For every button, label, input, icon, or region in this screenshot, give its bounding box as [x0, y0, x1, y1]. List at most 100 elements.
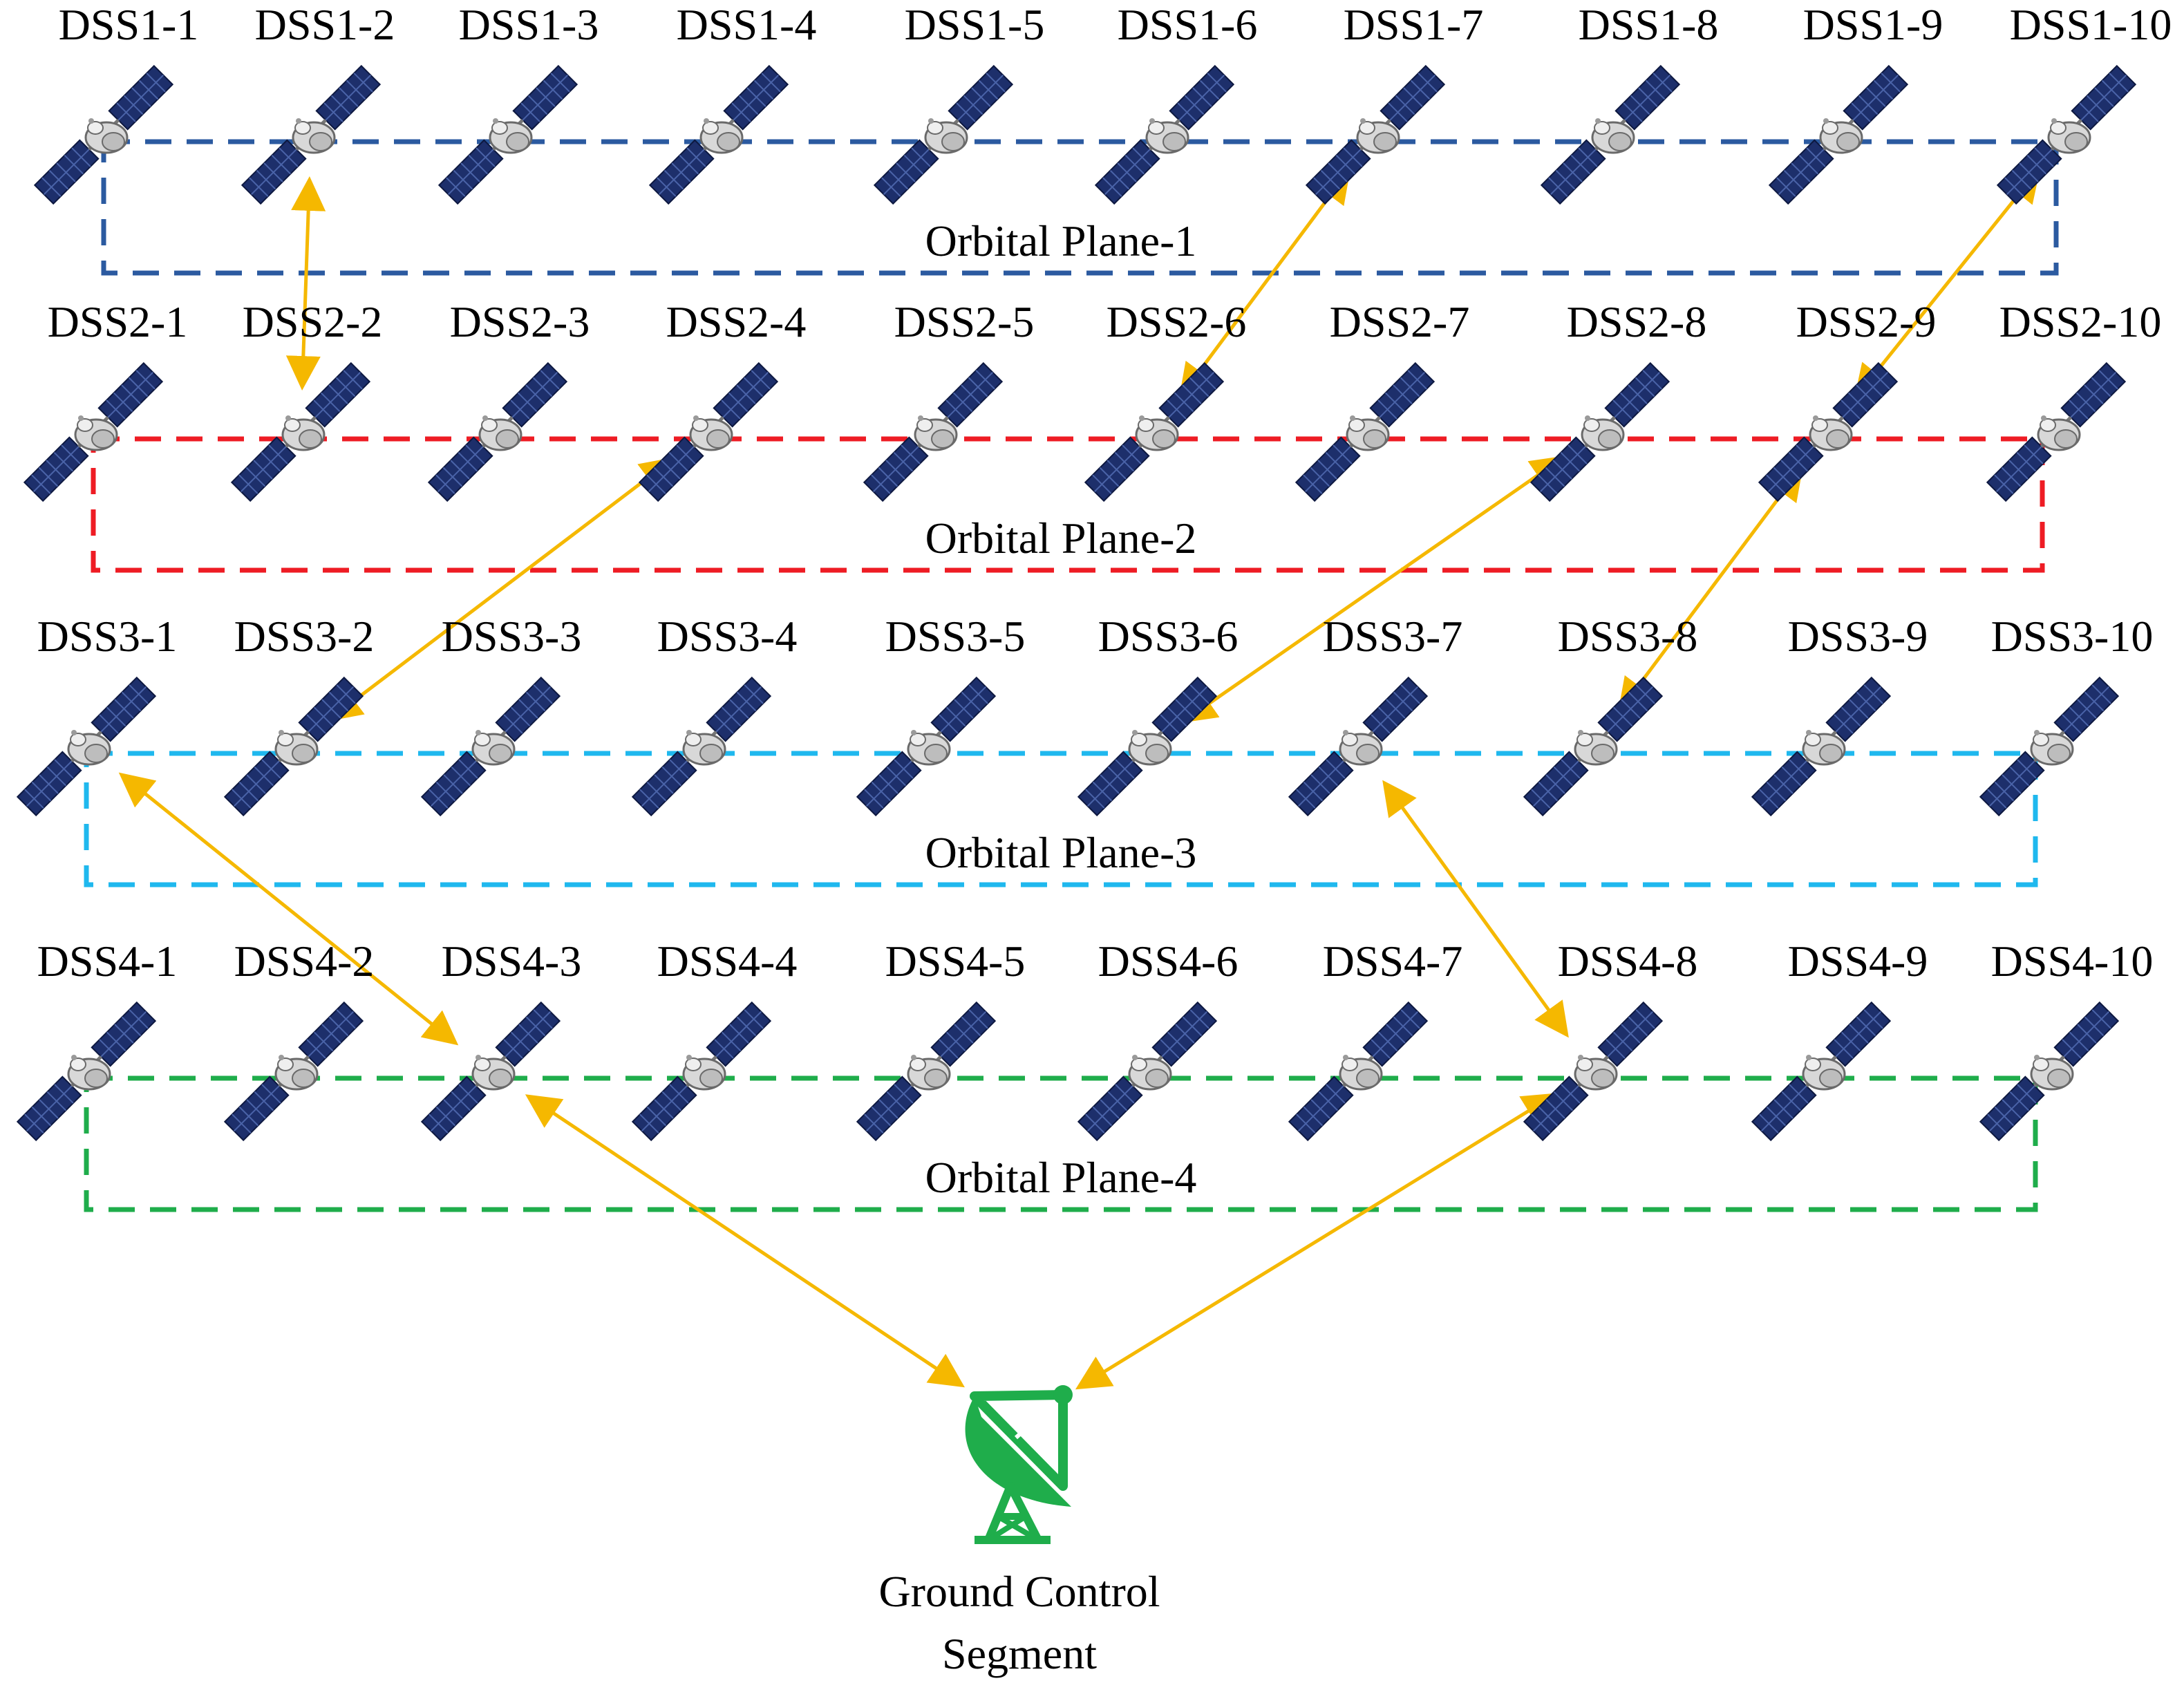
satellite-icon [632, 1002, 770, 1140]
satellite-label-dss1-9: DSS1-9 [1803, 0, 1943, 49]
satellite-label-dss3-2: DSS3-2 [234, 612, 375, 661]
satellite-label-dss3-6: DSS3-6 [1098, 612, 1239, 661]
satellite-label-dss4-5: DSS4-5 [885, 937, 1026, 986]
satellite-label-dss4-7: DSS4-7 [1323, 937, 1463, 986]
link-arrow-dss3-1-to-dss4-3 [118, 772, 459, 1046]
satellite-label-dss3-10: DSS3-10 [1991, 612, 2154, 661]
link-arrow-dss1-10-to-dss2-9 [1854, 167, 2041, 400]
orbital-plane-1-label: Orbital Plane-1 [925, 216, 1197, 265]
satellite-icon [864, 363, 1001, 500]
satellite-label-dss4-8: DSS4-8 [1558, 937, 1698, 986]
satellite-icon [1296, 363, 1433, 500]
satellite-icon [429, 363, 566, 500]
satellite-dish-icon [965, 1385, 1073, 1544]
satellite-icon [225, 677, 362, 815]
satellite-icon [1752, 1002, 1890, 1140]
satellite-label-dss3-9: DSS3-9 [1788, 612, 1928, 661]
ground-control-station: Ground Control Segment [878, 1385, 1160, 1678]
satellite-icon [439, 66, 576, 203]
satellite-icon [639, 363, 777, 500]
satellite-label-dss4-3: DSS4-3 [442, 937, 582, 986]
satellite-icon [422, 677, 559, 815]
satellite-label-dss1-4: DSS1-4 [677, 0, 817, 49]
satellite-icon [232, 363, 369, 500]
satellite-icon [1306, 66, 1444, 203]
satellite-icon [1289, 1002, 1427, 1140]
satellite-label-dss4-1: DSS4-1 [37, 937, 178, 986]
orbital-plane-4-outline [84, 1075, 2038, 1212]
satellite-icon [1980, 677, 2118, 815]
satellite-icon [857, 1002, 995, 1140]
satellite-icon [422, 1002, 559, 1140]
link-arrow-dss4-8-to-ground [1075, 1093, 1558, 1390]
link-arrow-dss4-3-to-ground [525, 1094, 965, 1388]
satellite-icon [1997, 66, 2135, 203]
satellite-label-dss3-7: DSS3-7 [1323, 612, 1463, 661]
satellite-icon [632, 677, 770, 815]
satellite-icon [1289, 677, 1427, 815]
satellite-icon [1752, 677, 1890, 815]
satellite-label-dss4-2: DSS4-2 [234, 937, 375, 986]
link-arrow-dss2-4-to-dss3-2 [326, 457, 676, 722]
satellite-icon [857, 677, 995, 815]
satellite-label-dss2-7: DSS2-7 [1330, 297, 1470, 346]
satellite-label-dss2-2: DSS2-2 [243, 297, 383, 346]
orbital-plane-2-label: Orbital Plane-2 [925, 514, 1197, 563]
satellite-icon [650, 66, 787, 203]
link-arrow-dss1-7-to-dss2-6 [1178, 168, 1351, 399]
satellite-icon [225, 1002, 362, 1140]
orbital-plane-3-outline [84, 751, 2038, 887]
satellite-label-dss3-4: DSS3-4 [657, 612, 798, 661]
ground-label-line-1: Ground Control [878, 1567, 1160, 1616]
satellite-label-dss3-3: DSS3-3 [442, 612, 582, 661]
satellite-label-dss2-10: DSS2-10 [1999, 297, 2162, 346]
satellite-icon [1078, 677, 1216, 815]
satellite-label-dss2-8: DSS2-8 [1567, 297, 1707, 346]
satellite-label-dss1-10: DSS1-10 [2010, 0, 2172, 49]
satellite-label-dss1-7: DSS1-7 [1344, 0, 1484, 49]
satellite-label-dss3-5: DSS3-5 [885, 612, 1026, 661]
satellite-icon [1769, 66, 1907, 203]
satellite-icon [1085, 363, 1223, 500]
satellite-label-dss1-3: DSS1-3 [459, 0, 599, 49]
satellite-label-dss1-2: DSS1-2 [255, 0, 395, 49]
satellite-icon [1524, 1002, 1661, 1140]
orbital-plane-4-label: Orbital Plane-4 [925, 1153, 1197, 1202]
satellite-label-dss2-4: DSS2-4 [666, 297, 807, 346]
satellite-icon [874, 66, 1012, 203]
inter-satellite-links [118, 167, 2041, 1390]
orbital-plane-1-outline [101, 139, 2059, 276]
satellite-label-dss2-1: DSS2-1 [48, 297, 188, 346]
satellite-label-dss1-5: DSS1-5 [905, 0, 1045, 49]
satellite-label-dss1-6: DSS1-6 [1118, 0, 1258, 49]
satellite-icon [1980, 1002, 2118, 1140]
satellite-icon [1524, 677, 1661, 815]
satellite-label-dss1-1: DSS1-1 [59, 0, 199, 49]
satellite-icon [1759, 363, 1896, 500]
orbital-plane-2-outline [91, 436, 2045, 573]
orbital-planes [84, 139, 2059, 1212]
satellite-icon [1531, 363, 1668, 500]
link-arrow-dss3-7-to-dss4-8 [1382, 780, 1569, 1038]
satellite-label-dss3-1: DSS3-1 [37, 612, 178, 661]
orbital-plane-3-label: Orbital Plane-3 [925, 828, 1197, 877]
link-arrow-dss1-2-to-dss2-2 [285, 176, 326, 391]
satellite-label-dss2-6: DSS2-6 [1107, 297, 1247, 346]
satellite-icon [1541, 66, 1679, 203]
satellite-icon [1987, 363, 2125, 500]
satellite-label-dss2-5: DSS2-5 [894, 297, 1035, 346]
satellite-label-dss1-8: DSS1-8 [1579, 0, 1719, 49]
satellite-label-dss4-4: DSS4-4 [657, 937, 798, 986]
satellite-label-dss4-9: DSS4-9 [1788, 937, 1928, 986]
link-arrow-dss2-9-to-dss3-8 [1617, 465, 1804, 713]
satellite-label-dss3-8: DSS3-8 [1558, 612, 1698, 661]
satellite-label-dss2-9: DSS2-9 [1796, 297, 1937, 346]
satellite-icon [242, 66, 379, 203]
satellite-label-dss4-10: DSS4-10 [1991, 937, 2154, 986]
ground-label-line-2: Segment [942, 1629, 1097, 1678]
satellite-label-dss2-3: DSS2-3 [450, 297, 590, 346]
link-arrow-dss2-8-to-dss3-6 [1181, 455, 1566, 723]
satellite-icon [1078, 1002, 1216, 1140]
